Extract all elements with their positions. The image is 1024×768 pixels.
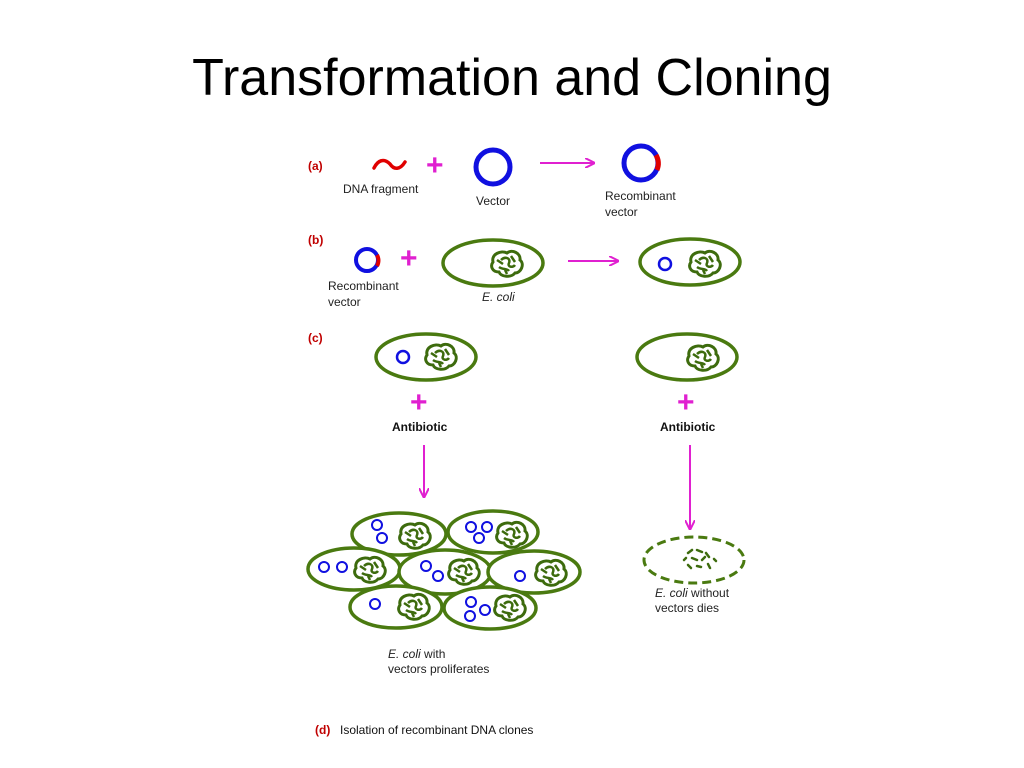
dna-fragment-label: DNA fragment [343,182,419,196]
panel-d-caption: Isolation of recombinant DNA clones [340,723,533,737]
plus-sign-c-left: + [410,386,428,419]
recombinant-label-b-2: vector [328,295,361,309]
proliferates-caption-2: vectors proliferates [388,662,489,676]
proliferating-colony [306,509,582,631]
vector-plasmid-icon [473,147,513,187]
dying-cell [642,535,746,585]
nucleoid-icon [490,249,524,278]
nucleoid-icon [686,343,720,372]
proliferates-caption-1: E. coli with [388,647,445,661]
antibiotic-label-left: Antibiotic [392,420,448,434]
dies-italic: E. coli [655,586,688,600]
dies-caption-1: E. coli without [655,586,730,600]
recombinant-vector-icon [621,143,661,183]
panel-c-label: (c) [308,331,323,345]
antibiotic-label-right: Antibiotic [660,420,716,434]
panel-a-label: (a) [308,159,323,173]
recombinant-label-a-1: Recombinant [605,189,676,203]
proliferates-rest: with [421,647,446,661]
recombinant-vector-small-icon [354,247,380,273]
nucleoid-icon [688,249,722,278]
insert-segment-small-icon [375,254,381,267]
fragmented-nucleoid-icon [682,548,718,570]
plus-sign-a: + [426,149,444,182]
panel-d-label: (d) [315,723,330,737]
recombinant-label-b-1: Recombinant [328,279,399,293]
plasmid-in-cell-icon [371,519,383,531]
plus-sign-c-right: + [677,386,695,419]
recombinant-label-a-2: vector [605,205,638,219]
plasmid-in-cell-icon [395,349,411,365]
plasmid-in-cell-icon [479,604,491,616]
plasmid-in-cell-icon [376,532,388,544]
plasmid-in-cell-icon [420,560,432,572]
proliferates-italic: E. coli [388,647,421,661]
dies-caption-2: vectors dies [655,601,719,615]
plasmid-in-cell-icon [432,570,444,582]
nucleoid-icon [424,342,458,371]
plus-sign-b: + [400,242,418,275]
panel-b-label: (b) [308,233,323,247]
ecoli-transformed-cell [638,237,742,287]
slide-title: Transformation and Cloning [192,49,832,107]
plasmid-in-cell-icon [657,256,673,272]
plasmid-in-cell-icon [473,532,485,544]
insert-segment-icon [653,153,661,171]
plasmid-in-cell-icon [465,521,477,533]
dies-rest: without [688,586,730,600]
plasmid-in-cell-icon [514,570,526,582]
plasmid-in-cell-icon [369,598,381,610]
plasmid-in-cell-icon [318,561,330,573]
plasmid-in-cell-icon [336,561,348,573]
ecoli-with-vector-cell [374,332,478,382]
dna-fragment-icon [372,158,407,170]
ecoli-label-b: E. coli [482,290,515,304]
plasmid-in-cell-icon [481,521,493,533]
vector-label: Vector [476,194,510,208]
ecoli-cell-b [441,238,545,288]
plasmid-in-cell-icon [464,610,476,622]
ecoli-without-vector-cell [635,332,739,382]
plasmid-in-cell-icon [465,596,477,608]
